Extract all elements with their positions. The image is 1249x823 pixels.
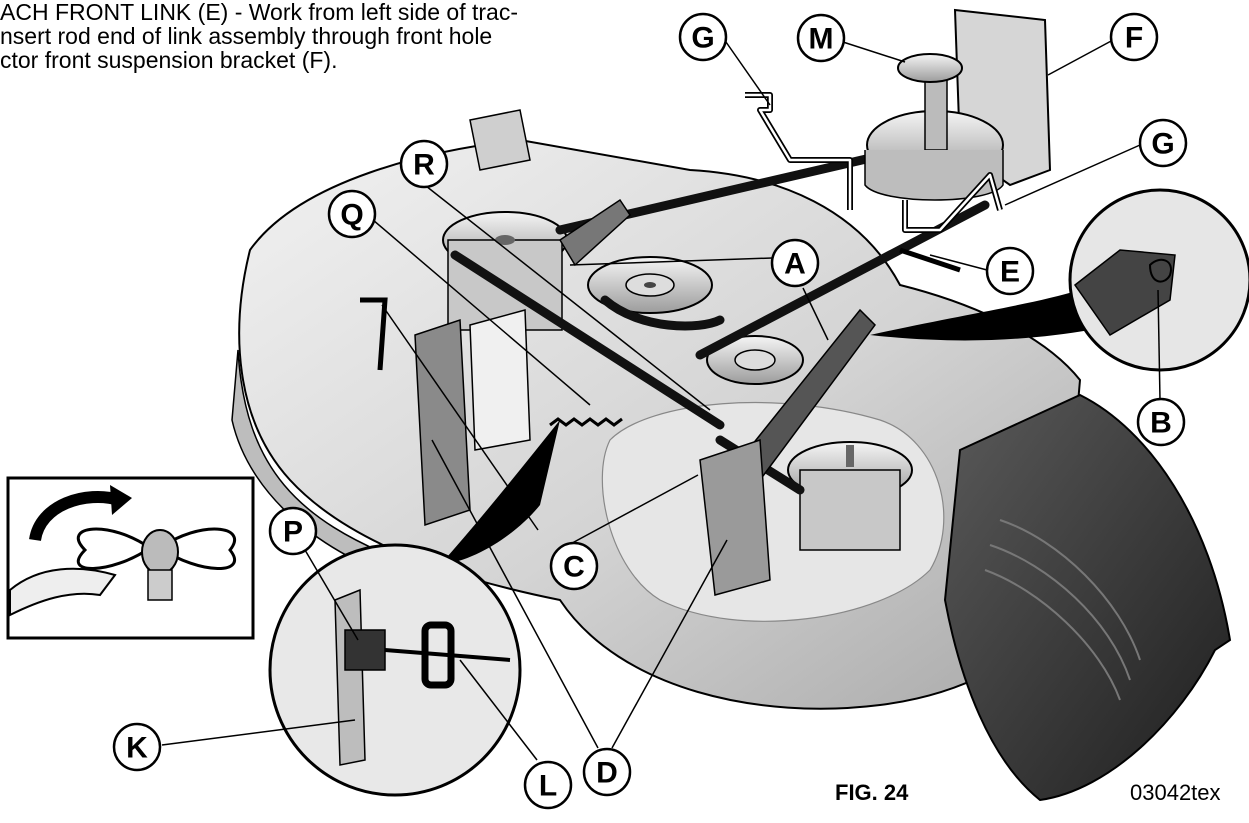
callout-G-right: G: [1138, 118, 1188, 168]
front-link: [899, 247, 961, 273]
svg-text:G: G: [691, 22, 714, 55]
deck-rear-flange: [469, 109, 531, 171]
callout-R: R: [399, 139, 449, 189]
discharge-chute: [943, 393, 1232, 802]
chute-ribs: [984, 519, 1141, 701]
leader-lines: [161, 39, 1161, 761]
callout-M: M: [796, 13, 846, 63]
callout-F: F: [1109, 12, 1159, 62]
svg-text:M: M: [809, 23, 834, 56]
intro-line-1: ACH FRONT LINK (E) - Work from left side…: [0, 0, 519, 25]
callout-A: A: [770, 238, 820, 288]
callout-D: D: [582, 747, 632, 797]
callout-Q: Q: [327, 189, 377, 239]
svg-text:L: L: [539, 770, 557, 803]
svg-text:G: G: [1151, 128, 1174, 161]
svg-text:B: B: [1150, 407, 1172, 440]
svg-text:R: R: [413, 149, 435, 182]
svg-text:F: F: [1125, 22, 1143, 55]
pulley-center-left: [587, 256, 713, 314]
callout-G-top: G: [678, 12, 728, 62]
intro-line-2: nsert rod end of link assembly through f…: [0, 23, 493, 49]
drawing-code: 03042tex: [1130, 780, 1221, 805]
callout-C: C: [549, 541, 599, 591]
callout-E: E: [985, 246, 1035, 296]
tension-spring: [549, 417, 623, 427]
idler-pulley: [706, 335, 804, 385]
detail-klp-inset: [268, 420, 560, 797]
svg-text:E: E: [1000, 256, 1020, 289]
svg-text:D: D: [596, 757, 618, 790]
svg-text:C: C: [563, 551, 585, 584]
callout-P: P: [268, 506, 318, 556]
callout-L: L: [523, 760, 573, 810]
intro-text: ACH FRONT LINK (E) - Work from left side…: [0, 0, 560, 72]
svg-text:P: P: [283, 516, 303, 549]
detail-b-inset: [870, 188, 1249, 372]
svg-text:A: A: [784, 248, 806, 281]
intro-line-3: ctor front suspension bracket (F).: [0, 47, 338, 73]
svg-text:K: K: [126, 732, 148, 765]
svg-text:Q: Q: [340, 199, 363, 232]
callout-K: K: [112, 722, 162, 772]
engine-pulley-assembly: [864, 8, 1052, 201]
callout-B: B: [1136, 397, 1186, 447]
hanger-rods-inner: [745, 93, 1002, 232]
hairpin-inset: [6, 476, 255, 640]
figure-label: FIG. 24: [835, 780, 909, 805]
pulley-right: [787, 441, 913, 551]
